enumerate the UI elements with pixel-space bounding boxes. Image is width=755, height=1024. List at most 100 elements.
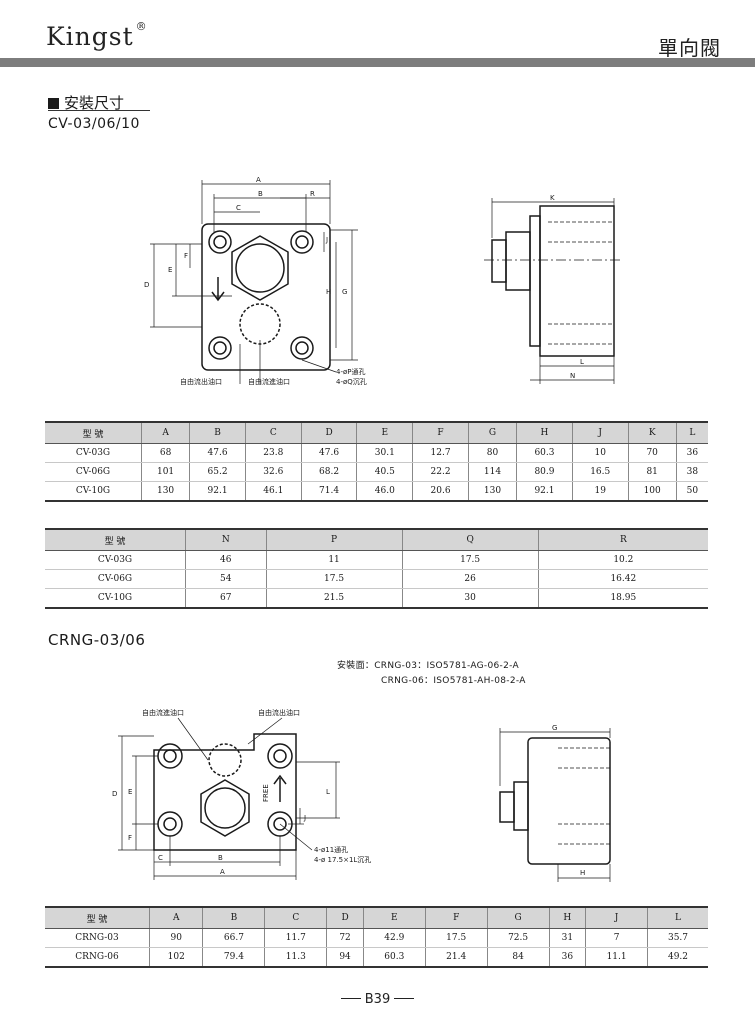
cv-bolt-hole (208, 336, 232, 360)
table-cell: 7 (585, 928, 648, 948)
col-J: J (571, 422, 629, 444)
table-cell: CV-03G (45, 550, 186, 570)
table-cell: 130 (467, 481, 517, 501)
col-P: P (265, 529, 403, 551)
table-cell: 65.2 (189, 462, 246, 482)
table-cell: 16.42 (537, 569, 708, 589)
table-cell: 80.9 (516, 462, 573, 482)
table-cell: CRNG-06 (75, 952, 119, 962)
dim-G-label: G (552, 724, 557, 732)
crng-side-view-drawing: G H (499, 724, 611, 882)
table-cell: 36 (675, 443, 708, 463)
table-cell: 94 (326, 947, 364, 967)
col-K: K (627, 422, 677, 444)
crng-bolt-hole (273, 749, 287, 763)
dim-K-label: K (550, 194, 555, 202)
crng-bolt-hole (267, 743, 293, 769)
col-F: F (424, 907, 488, 929)
table-cell: 80 (467, 443, 517, 463)
col-model: 型 號 (45, 529, 186, 551)
crng-port-hidden (208, 743, 242, 777)
table-cell: 71.4 (300, 481, 357, 501)
crng-side-body (527, 737, 611, 865)
table-cell: 81 (627, 462, 677, 482)
table-cell: CV-06G (45, 462, 142, 482)
dim-L-label: L (326, 788, 330, 796)
table-cell: 42.9 (362, 928, 426, 948)
dim-D-label: D (112, 790, 117, 798)
page-footer: B39 (0, 992, 755, 1007)
table-cell: 26 (401, 569, 539, 589)
table-cell: 54 (185, 569, 267, 589)
model-heading-crng: CRNG-03/06 (48, 631, 146, 649)
cv-bolt-hole (295, 235, 309, 249)
table-cell: 18.95 (537, 588, 708, 608)
cv-side-view-drawing: K L N (484, 194, 622, 384)
col-E: E (356, 422, 413, 444)
dim-E-label: E (128, 788, 132, 796)
page-number: B39 (364, 992, 391, 1007)
table-cell: CV-10G (97, 593, 133, 603)
col-R: R (537, 529, 708, 551)
table-cell: 72.5 (486, 928, 550, 948)
dim-J-label: J (303, 814, 306, 822)
label-free-in: 自由流進油口 (248, 377, 290, 386)
table-cell: 19 (571, 481, 629, 501)
cv-hex-plug (231, 235, 289, 301)
table-cell: 90 (148, 928, 203, 948)
cv-side-body (539, 205, 615, 357)
cv-front-view-drawing: A B C R D E F H G J 自由流出油口 自由流進油口 4-øP通孔… (144, 176, 367, 386)
cv-bolt-hole (290, 230, 314, 254)
crng-plug-circle (204, 787, 246, 829)
table-cell: 70 (627, 443, 677, 463)
table-header-row: 型 號 A B C D E F G H J K L (45, 422, 708, 444)
table-cell: 31 (548, 928, 586, 948)
table-cell: 22.2 (412, 462, 469, 482)
table-cell: 35.7 (647, 928, 708, 948)
crng-front-view-drawing: D E F A B C L J 自由流進油口 自由流出油口 FREE 4-ø11… (112, 708, 371, 880)
cv-port-hidden (239, 303, 281, 345)
table-cell: 17.5 (401, 550, 539, 570)
dim-B-label: B (258, 190, 263, 198)
table-cell: CV-03G (45, 443, 142, 463)
table-cell: 11.1 (585, 947, 648, 967)
table-cell: 101 (140, 462, 190, 482)
table-cell: CV-10G (75, 486, 111, 496)
col-D: D (326, 907, 364, 929)
dim-R-label: R (310, 190, 315, 198)
col-model: 型 號 (45, 907, 150, 929)
dim-N-label: N (570, 372, 575, 380)
table-header-row: 型 號 A B C D E F G H J L (45, 907, 708, 929)
table-cell: 40.5 (356, 462, 413, 482)
crng-flow-arrow-icon (273, 774, 287, 802)
label-hole-q: 4-øQ沉孔 (336, 378, 367, 386)
table-cell: 114 (467, 462, 517, 482)
col-E: E (362, 907, 426, 929)
dim-E-label: E (168, 266, 172, 274)
col-B: B (202, 907, 265, 929)
col-D: D (300, 422, 357, 444)
col-N: N (185, 529, 267, 551)
col-L: L (647, 907, 708, 929)
dim-D-label: D (144, 281, 149, 289)
cv-side-hex (491, 239, 507, 283)
col-C: C (244, 422, 302, 444)
label-counterbore: 4-ø 17.5×1L沉孔 (314, 856, 371, 864)
table-cell: 16.5 (571, 462, 629, 482)
col-G: G (486, 907, 550, 929)
cv-plug-circle (235, 243, 285, 293)
label-free: FREE (262, 784, 270, 802)
crng-bolt-hole (157, 811, 183, 837)
footer-dash-right (394, 998, 415, 999)
table-cell: 32.6 (244, 462, 302, 482)
section-heading: 安裝尺寸 (48, 92, 124, 113)
table-cell: 60.3 (516, 443, 573, 463)
table-cell: 47.6 (189, 443, 246, 463)
crng-side-hex (499, 791, 515, 823)
table-cell: 49.2 (647, 947, 708, 967)
